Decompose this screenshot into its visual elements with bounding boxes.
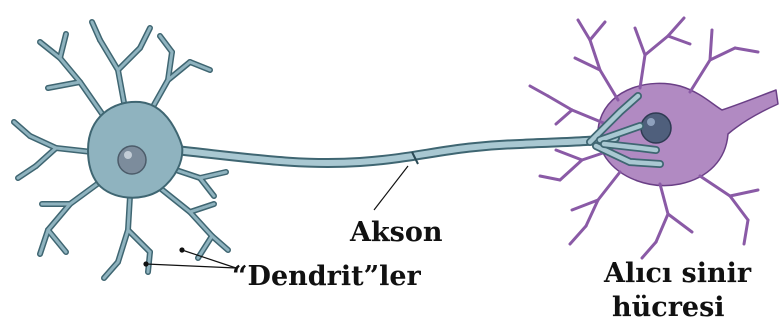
dendrites-label: “Dendrit”ler — [232, 261, 422, 292]
axon-pointer — [374, 166, 408, 210]
sending-nucleolus — [124, 151, 132, 159]
receiving-neuron-nucleus — [641, 113, 671, 143]
sending-neuron-nucleus — [118, 146, 146, 174]
receiving-nucleolus — [647, 118, 655, 126]
axon-label: Akson — [349, 217, 443, 248]
dendrite-pointer-1 — [146, 264, 236, 268]
receiver-label-line2: hücresi — [612, 292, 725, 323]
axon — [175, 96, 660, 164]
receiver-label-line1: Alıcı sinir — [603, 258, 752, 289]
